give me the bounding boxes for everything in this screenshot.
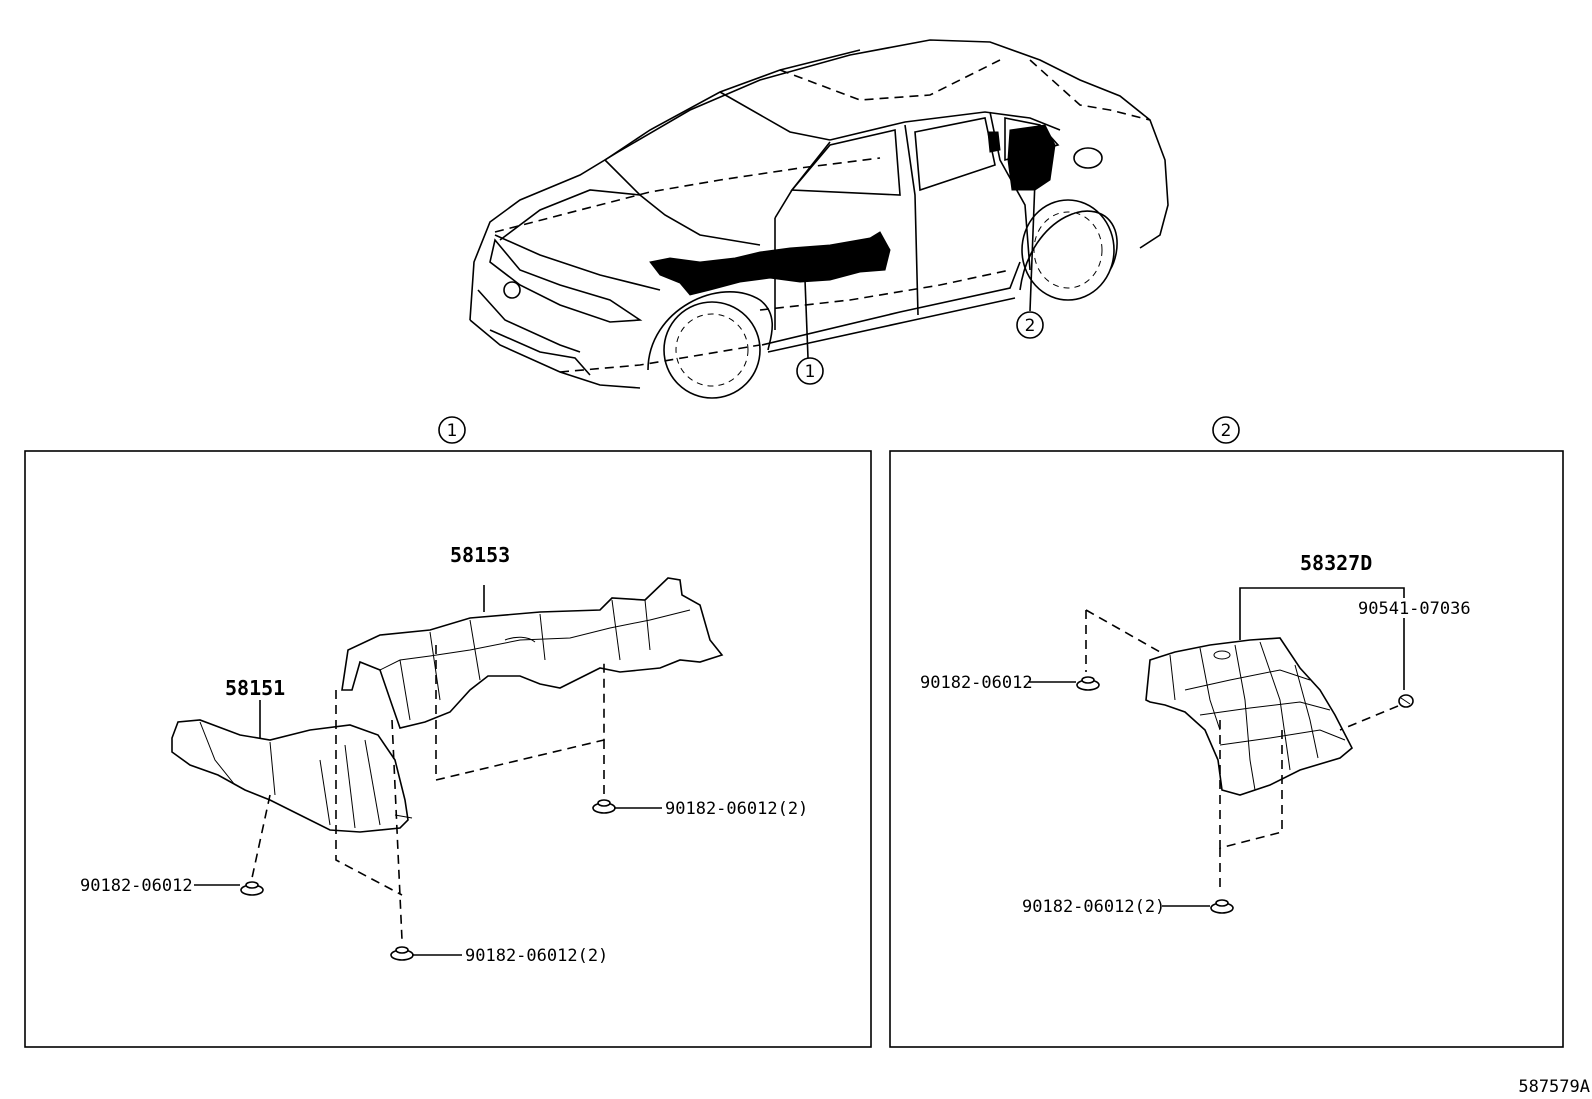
panel-two-clip-left-label: 90182-06012 bbox=[920, 673, 1033, 693]
panel-two-clip-bottom-icon bbox=[1210, 899, 1234, 914]
panel-two-attach-dash-left bbox=[1085, 609, 1161, 653]
car-callout-2-label: 2 bbox=[1025, 316, 1036, 336]
car-illustration bbox=[469, 39, 1169, 399]
panel-one-clip-left-label: 90182-06012 bbox=[80, 876, 193, 896]
panel-one-attach-dash-left bbox=[335, 690, 403, 896]
panel-one-clip-right-label: 90182-06012(2) bbox=[665, 799, 808, 819]
panel-two-bolt-label: 90541-07036 bbox=[1358, 599, 1471, 619]
panel-one-attach-dash-center bbox=[391, 719, 403, 941]
panel-one-clip-left-icon bbox=[240, 881, 264, 896]
panel-one-callout: 1 bbox=[438, 416, 466, 444]
part-58327d-drawing bbox=[1145, 637, 1354, 796]
panel-one-attach-dash-58151 bbox=[251, 794, 271, 879]
panel-one-clip-bottom-label: 90182-06012(2) bbox=[465, 946, 608, 966]
part-58151-drawing bbox=[171, 700, 413, 833]
panel-two-clip-left-icon bbox=[1076, 676, 1100, 691]
panel-one-clip-bottom-icon bbox=[390, 946, 414, 961]
part-58151-label: 58151 bbox=[225, 676, 285, 700]
drawing-code: 587579A bbox=[1518, 1077, 1590, 1097]
part-58153-label: 58153 bbox=[450, 543, 510, 567]
panel-two-attach-dash-bottom bbox=[1219, 720, 1283, 850]
part-58153-drawing bbox=[341, 577, 724, 729]
panel-one-frame bbox=[24, 450, 872, 1048]
panel-two-clip-bottom-label: 90182-06012(2) bbox=[1022, 897, 1165, 917]
panel-two-callout: 2 bbox=[1212, 416, 1240, 444]
panel-two-bracket bbox=[1239, 587, 1405, 640]
panel-one-clip-right-icon bbox=[592, 799, 616, 814]
part-58327d-label: 58327D bbox=[1300, 551, 1372, 575]
car-callout-2: 2 bbox=[1016, 311, 1044, 339]
panel-two-frame bbox=[889, 450, 1564, 1048]
car-callout-1: 1 bbox=[796, 357, 824, 385]
panel-two-bolt-icon bbox=[1398, 694, 1414, 708]
panel-two-callout-label: 2 bbox=[1221, 421, 1232, 441]
panel-two-attach-dash-bolt bbox=[1339, 705, 1399, 731]
panel-one-attach-dash-right bbox=[435, 645, 605, 782]
car-callout-1-label: 1 bbox=[805, 362, 816, 382]
panel-one-callout-label: 1 bbox=[447, 421, 458, 441]
